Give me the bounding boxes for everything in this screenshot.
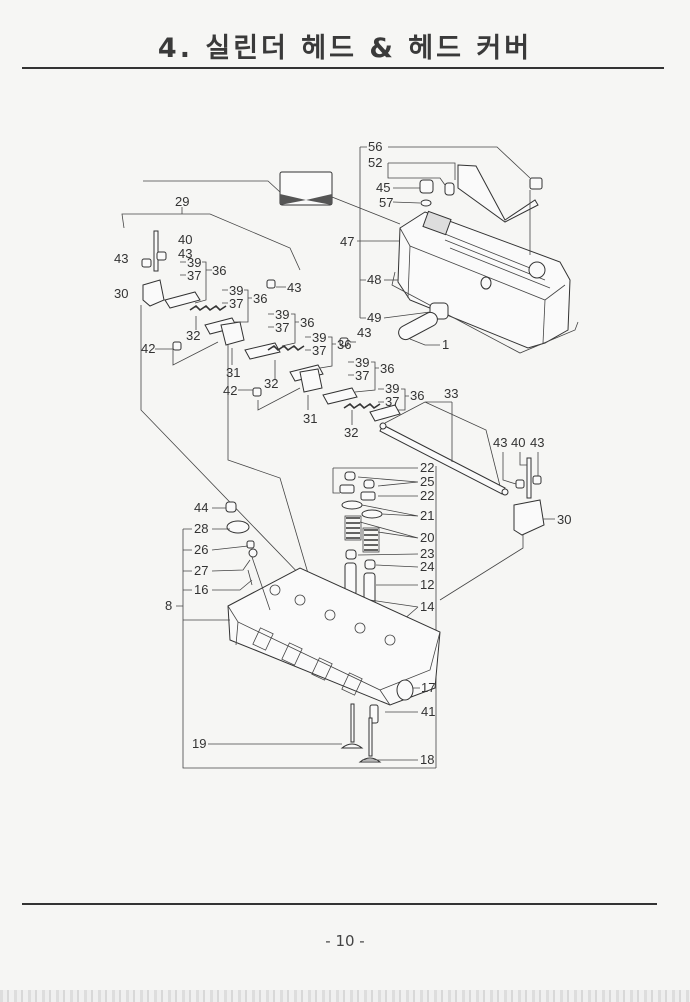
callout-37: 37: [355, 368, 369, 383]
footer-divider: [22, 903, 657, 905]
valve-train-parts: [339, 471, 383, 606]
callout-31: 31: [303, 411, 317, 426]
callout-23: 23: [420, 546, 434, 561]
rocker-support-left: [141, 230, 167, 307]
callout-32: 32: [186, 328, 200, 343]
oil-cap: [419, 179, 434, 194]
oil-filler-hole: [528, 261, 546, 279]
callout-45: 45: [376, 180, 390, 195]
callout-39: 39: [385, 381, 399, 396]
head-cover-group: [279, 164, 579, 354]
callout-1: 1: [442, 337, 449, 352]
callout-20: 20: [420, 530, 434, 545]
bracket-bolt: [529, 177, 543, 190]
callout-37: 37: [275, 320, 289, 335]
callout-42: 42: [141, 341, 155, 356]
callout-30: 30: [114, 286, 128, 301]
callout-12: 12: [420, 577, 434, 592]
callout-49: 49: [367, 310, 381, 325]
callout-39: 39: [229, 283, 243, 298]
callout-17: 17: [421, 680, 435, 695]
callout-32: 32: [344, 425, 358, 440]
callout-36: 36: [410, 388, 424, 403]
callout-36: 36: [337, 337, 351, 352]
callout-30: 30: [557, 512, 571, 527]
head-leaders: [176, 507, 436, 769]
callout-39: 39: [312, 330, 326, 345]
callout-28: 28: [194, 521, 208, 536]
callout-32: 32: [264, 376, 278, 391]
valves: [340, 703, 382, 763]
callout-36: 36: [300, 315, 314, 330]
callout-26: 26: [194, 542, 208, 557]
callout-48: 48: [367, 272, 381, 287]
page-title: 4. 실린더 헤드 & 헤드 커버: [157, 33, 533, 64]
breather-hose: [398, 311, 438, 341]
callout-47: 47: [340, 234, 354, 249]
callout-37: 37: [187, 268, 201, 283]
callout-22: 22: [420, 488, 434, 503]
callout-40: 40: [511, 435, 525, 450]
rocker-bolts: [172, 279, 349, 397]
cover-label-plate: [422, 210, 452, 236]
callout-39: 39: [355, 355, 369, 370]
caution-plate-stripe: [280, 194, 332, 205]
rocker-assembly-bracket: [121, 207, 301, 271]
callout-43: 43: [287, 280, 301, 295]
callout-33: 33: [444, 386, 458, 401]
title-divider: [22, 67, 664, 69]
push-rod-group: [379, 401, 509, 496]
callout-36: 36: [253, 291, 267, 306]
callout-36: 36: [380, 361, 394, 376]
callout-31: 31: [226, 365, 240, 380]
hanger-bracket: [457, 164, 539, 223]
callout-43: 43: [178, 246, 192, 261]
callout-29: 29: [175, 194, 189, 209]
callout-42: 42: [223, 383, 237, 398]
head-cover-leaders: [143, 146, 531, 346]
nozzle-parts: [225, 501, 271, 611]
callout-43: 43: [357, 325, 371, 340]
callout-43: 43: [114, 251, 128, 266]
callout-labels: 56 52 45 57 47 48 49 1 29 40 43 43 30 39…: [114, 139, 571, 767]
callout-40: 40: [178, 232, 192, 247]
callout-37: 37: [385, 394, 399, 409]
callout-36: 36: [212, 263, 226, 278]
breather-nipple: [480, 276, 492, 290]
callout-56: 56: [368, 139, 382, 154]
callout-43: 43: [530, 435, 544, 450]
caution-plate: [279, 171, 333, 206]
callout-25: 25: [420, 474, 434, 489]
cover-gasket: [391, 271, 579, 354]
callout-52: 52: [368, 155, 382, 170]
callout-16: 16: [194, 582, 208, 597]
callout-22: 22: [420, 460, 434, 475]
callout-14: 14: [420, 599, 434, 614]
page-number: - 10 -: [325, 932, 365, 950]
callout-18: 18: [420, 752, 434, 767]
cylinder-head: [227, 567, 441, 724]
scan-artifact-strip: [0, 990, 690, 1002]
callout-37: 37: [229, 296, 243, 311]
callout-39: 39: [187, 255, 201, 270]
o-ring: [420, 199, 432, 207]
oil-seal: [396, 679, 414, 701]
callout-43: 43: [493, 435, 507, 450]
bracket-clip: [444, 182, 455, 196]
callout-21: 21: [420, 508, 434, 523]
cover-ribs: [439, 231, 551, 289]
callout-24: 24: [420, 559, 434, 574]
callout-57: 57: [379, 195, 393, 210]
callout-19: 19: [192, 736, 206, 751]
rocker-leaders: [140, 261, 409, 581]
callout-39: 39: [275, 307, 289, 322]
callout-37: 37: [312, 343, 326, 358]
callout-44: 44: [194, 500, 208, 515]
rocker-support-right: [439, 452, 555, 601]
callout-27: 27: [194, 563, 208, 578]
push-rod: [379, 424, 506, 495]
callout-41: 41: [421, 704, 435, 719]
callout-8: 8: [165, 598, 172, 613]
rocker-springs: [189, 304, 381, 410]
